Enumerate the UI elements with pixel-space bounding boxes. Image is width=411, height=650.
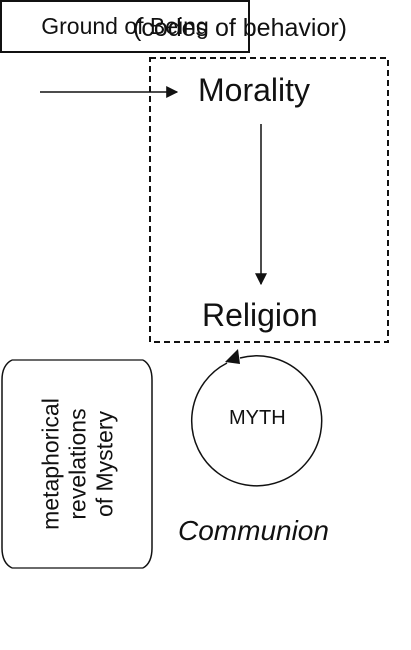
ground-of-being-box: Ground of Being bbox=[0, 0, 250, 53]
myth-cycle-arrowhead bbox=[225, 349, 240, 364]
side-bracket-left bbox=[1, 359, 13, 569]
side-label-line-1: metaphorical bbox=[37, 398, 64, 530]
ground-of-being-label: Ground of Being bbox=[41, 13, 209, 39]
myth-cycle-circle bbox=[190, 355, 323, 487]
side-label-container: metaphorical revelations of Mystery bbox=[5, 358, 151, 570]
communion-label: Communion bbox=[178, 515, 329, 546]
side-label: metaphorical revelations of Mystery bbox=[38, 364, 119, 564]
side-label-line-2: revelations bbox=[64, 408, 91, 520]
side-bracket-right bbox=[142, 359, 153, 569]
dashed-container bbox=[149, 57, 389, 343]
codes-of-behavior-label: (codes of behavior) bbox=[133, 14, 348, 42]
religion-node: Religion bbox=[202, 297, 318, 333]
morality-node: Morality bbox=[198, 72, 311, 108]
myth-node: MYTH bbox=[229, 407, 286, 429]
side-label-line-3: of Mystery bbox=[91, 410, 118, 518]
